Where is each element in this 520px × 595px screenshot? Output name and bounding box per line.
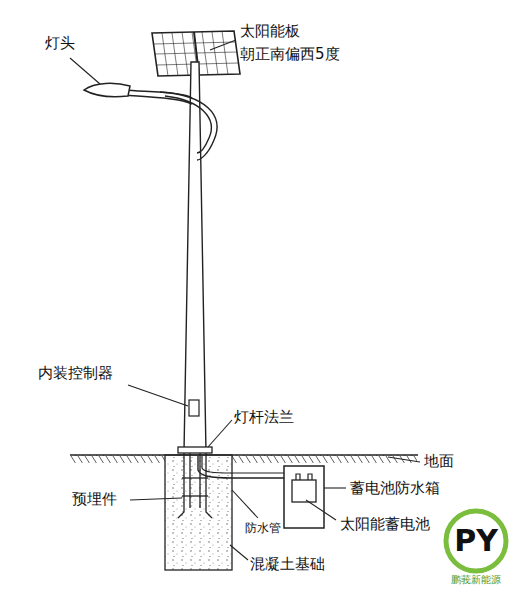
part-label: 防水管 — [245, 521, 281, 535]
part-label: 灯头 — [45, 34, 75, 52]
note-label: 朝正南偏西5度 — [240, 45, 340, 63]
part-label: 预埋件 — [72, 490, 117, 508]
part-label: 内装控制器 — [38, 364, 113, 382]
battery — [292, 480, 316, 502]
logo-name: 鹏莪新能源 — [436, 574, 516, 586]
lamp-head — [84, 83, 130, 96]
part-label: 太阳能蓄电池 — [340, 515, 430, 533]
ground — [70, 455, 418, 463]
part-label: 地面 — [424, 452, 454, 470]
anchor-bolts — [178, 453, 212, 518]
logo-badge: PY鹏莪新能源 — [436, 508, 516, 586]
battery-box — [284, 466, 324, 528]
part-label: 混凝土基础 — [250, 555, 325, 573]
lamp-arm — [124, 90, 217, 160]
light-pole — [184, 62, 206, 452]
waterproof-pipe — [198, 456, 284, 478]
part-label: 太阳能板 — [240, 22, 300, 40]
part-label: 蓄电池防水箱 — [350, 479, 440, 497]
controller — [189, 400, 199, 416]
part-label: 灯杆法兰 — [234, 408, 294, 426]
logo-mark: PY — [436, 523, 516, 574]
pole-flange — [178, 447, 212, 453]
